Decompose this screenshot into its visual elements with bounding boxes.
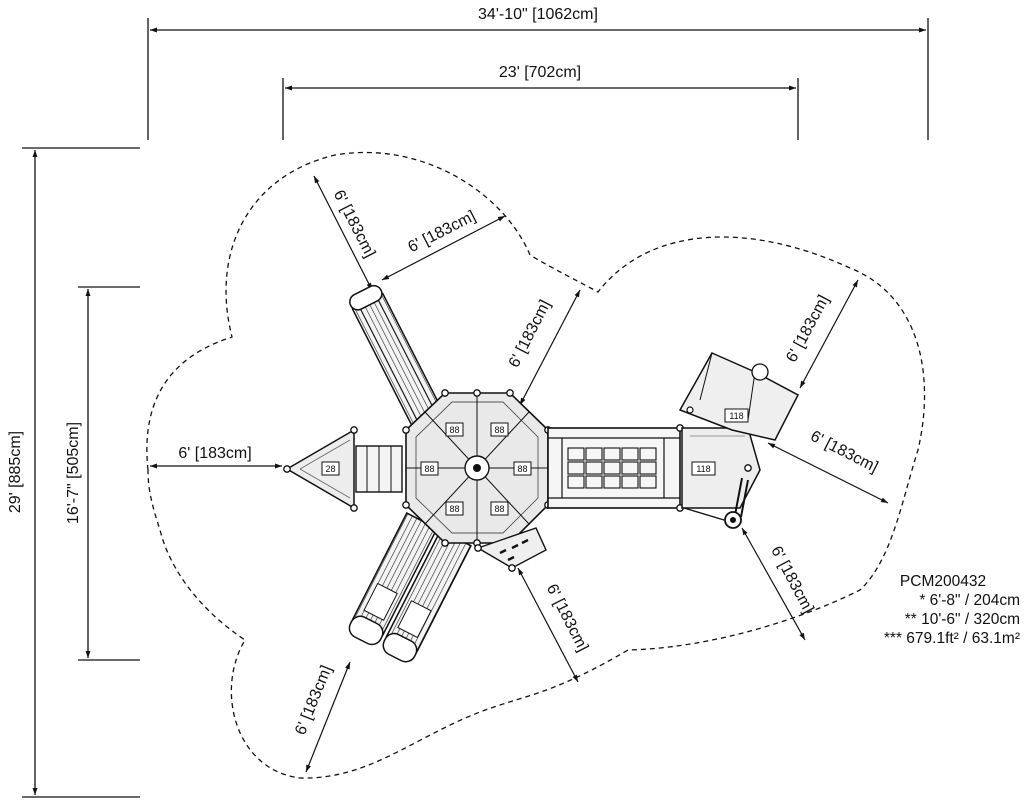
deck-tag-top-left: 88 (449, 425, 459, 435)
right-lower-clearance-dimension: 6' [183cm] (741, 527, 817, 641)
central-octagon-deck: 88 88 88 88 88 88 (402, 389, 552, 547)
net-bridge (547, 424, 684, 512)
structure-width-dimension: 23' [702cm] (282, 64, 799, 140)
deck-tag-bottom-left: 88 (449, 504, 459, 514)
overall-width-dimension: 34'-10" [1062cm] (147, 6, 929, 140)
deck-tag-bottom-right: 88 (494, 504, 504, 514)
overall-depth-dimension: 29' [885cm] (7, 147, 140, 798)
right-deck: 118 (681, 427, 761, 509)
structure-depth-dimension: 16'-7" [505cm] (65, 286, 140, 661)
right-lower-clearance-label: 6' [183cm] (767, 544, 816, 617)
top-slide-clearance-b-dimension: 6' [183cm] (381, 208, 506, 281)
model-code: PCM200432 (899, 573, 987, 590)
structure-width-label: 23' [702cm] (499, 64, 581, 81)
spec-height-line: * 6'-8" / 204cm (919, 592, 1020, 609)
top-slide-clearance-a-dimension: 6' [183cm] (313, 175, 378, 291)
spec-block: PCM200432 * 6'-8" / 204cm ** 10'-6" / 32… (852, 572, 1020, 648)
deck-tag-mid-left: 88 (424, 464, 434, 474)
bottom-center-clearance-dimension: 6' [183cm] (517, 567, 591, 683)
right-middle-clearance-dimension: 6' [183cm] (767, 428, 889, 504)
triangle-deck-tag: 28 (325, 464, 335, 474)
left-clearance-dimension: 6' [183cm] (150, 445, 282, 469)
top-center-clearance-dimension: 6' [183cm] (506, 289, 581, 406)
connector-steps (355, 445, 403, 493)
overall-depth-label: 29' [885cm] (7, 431, 24, 513)
structure-depth-label: 16'-7" [505cm] (65, 422, 82, 524)
spec-area-line: *** 679.1ft² / 63.1m² (883, 630, 1020, 647)
right-middle-clearance-label: 6' [183cm] (808, 428, 881, 476)
right-deck-tag: 118 (696, 464, 710, 474)
right-tower-tag: 118 (729, 411, 743, 421)
right-tower: 118 (678, 352, 800, 441)
right-upper-clearance-label: 6' [183cm] (783, 293, 832, 366)
top-center-clearance-label: 6' [183cm] (506, 297, 554, 370)
upper-left-slide (349, 284, 444, 428)
bottom-climber (474, 527, 547, 572)
right-upper-clearance-dimension: 6' [183cm] (783, 279, 859, 389)
deck-tag-top-right: 88 (494, 425, 504, 435)
use-zone-boundary (146, 151, 926, 779)
bottom-left-clearance-dimension: 6' [183cm] (292, 661, 351, 773)
bottom-left-clearance-label: 6' [183cm] (292, 663, 335, 737)
left-clearance-label: 6' [183cm] (178, 445, 251, 462)
deck-tag-mid-right: 88 (517, 464, 527, 474)
top-slide-clearance-a-label: 6' [183cm] (330, 187, 378, 260)
triangle-deck: 28 (283, 426, 358, 512)
lower-left-double-slide (348, 512, 472, 663)
overall-width-label: 34'-10" [1062cm] (478, 6, 598, 23)
spec-fall-height-line: ** 10'-6" / 320cm (904, 611, 1020, 628)
bottom-center-clearance-label: 6' [183cm] (543, 581, 591, 654)
right-ladder (683, 477, 749, 529)
